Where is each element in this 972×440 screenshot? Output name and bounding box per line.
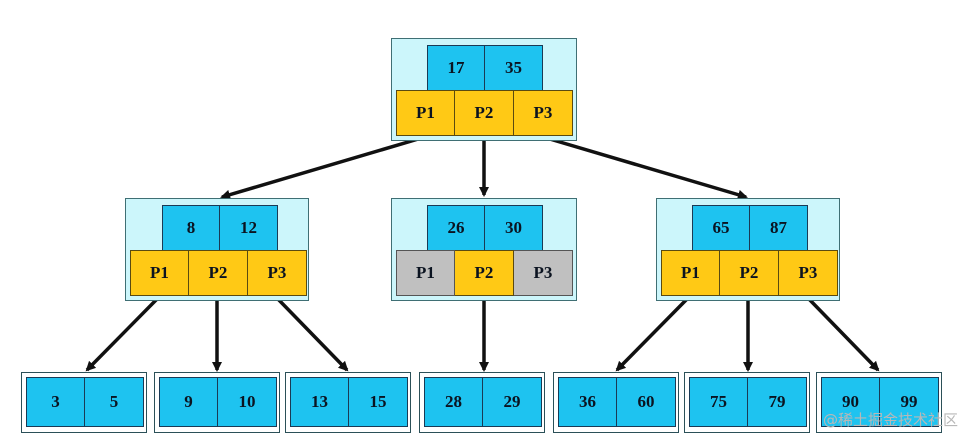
middle-key-1: 26 — [427, 205, 485, 251]
edge-root-p3 — [542, 135, 748, 200]
leaf-4-key-1: 28 — [424, 377, 483, 427]
leaf-node-3: 13 15 — [285, 372, 411, 433]
root-pointer-2: P2 — [455, 90, 514, 136]
leaf-node-4: 28 29 — [419, 372, 545, 433]
edge-left-p1 — [85, 295, 161, 372]
left-pointer-1: P1 — [130, 250, 189, 296]
edge-root-p1 — [220, 135, 426, 200]
leaf-node-5: 36 60 — [553, 372, 679, 433]
left-key-1: 8 — [162, 205, 220, 251]
leaf-node-7: 90 99 — [816, 372, 942, 433]
leaf-1-key-1: 3 — [26, 377, 85, 427]
leaf-node-1: 3 5 — [21, 372, 147, 433]
right-key-2: 87 — [750, 205, 808, 251]
internal-node-middle: 26 30 P1 P2 P3 — [391, 198, 577, 301]
internal-node-left: 8 12 P1 P2 P3 — [125, 198, 309, 301]
leaf-2-key-2: 10 — [218, 377, 277, 427]
leaf-7-key-2: 99 — [880, 377, 939, 427]
root-pointer-1: P1 — [396, 90, 455, 136]
leaf-6-key-1: 75 — [689, 377, 748, 427]
middle-pointer-1-null: P1 — [396, 250, 455, 296]
leaf-5-key-1: 36 — [558, 377, 617, 427]
leaf-3-key-1: 13 — [290, 377, 349, 427]
middle-pointer-3-null: P3 — [514, 250, 573, 296]
root-key-1: 17 — [427, 45, 485, 91]
leaf-3-key-2: 15 — [349, 377, 408, 427]
right-key-1: 65 — [692, 205, 750, 251]
leaf-1-key-2: 5 — [85, 377, 144, 427]
internal-node-right: 65 87 P1 P2 P3 — [656, 198, 840, 301]
leaf-6-key-2: 79 — [748, 377, 807, 427]
right-pointer-2: P2 — [720, 250, 779, 296]
middle-pointer-2: P2 — [455, 250, 514, 296]
edge-right-p1 — [615, 295, 691, 372]
leaf-node-2: 9 10 — [154, 372, 280, 433]
leaf-2-key-1: 9 — [159, 377, 218, 427]
root-key-2: 35 — [485, 45, 543, 91]
watermark: @稀土掘金技术社区 — [822, 411, 958, 429]
right-pointer-1: P1 — [661, 250, 720, 296]
root-node: 17 35 P1 P2 P3 — [391, 38, 577, 141]
leaf-node-6: 75 79 — [684, 372, 810, 433]
left-pointer-2: P2 — [189, 250, 248, 296]
left-key-2: 12 — [220, 205, 278, 251]
middle-key-2: 30 — [485, 205, 543, 251]
edge-right-p3 — [805, 295, 880, 372]
leaf-5-key-2: 60 — [617, 377, 676, 427]
leaf-4-key-2: 29 — [483, 377, 542, 427]
leaf-7-key-1: 90 — [821, 377, 880, 427]
edge-left-p3 — [274, 295, 349, 372]
left-pointer-3: P3 — [248, 250, 307, 296]
root-pointer-3: P3 — [514, 90, 573, 136]
right-pointer-3: P3 — [779, 250, 838, 296]
